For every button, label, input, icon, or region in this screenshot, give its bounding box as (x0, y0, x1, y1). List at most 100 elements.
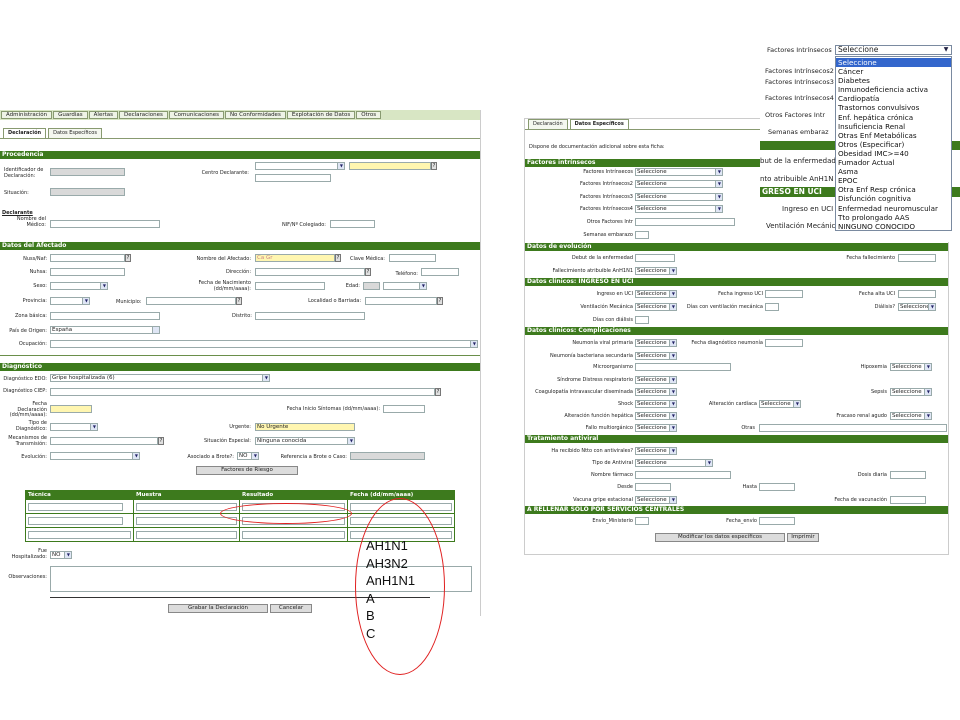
localidad-field[interactable] (365, 297, 437, 305)
otras-field[interactable] (759, 424, 947, 432)
dropdown-option[interactable]: Otros (Especificar) (838, 139, 905, 149)
telefono-field[interactable] (421, 268, 459, 276)
coagulopatia-select[interactable]: Seleccione▼ (635, 388, 677, 396)
otros-factores-field[interactable] (635, 218, 735, 226)
microorg-field[interactable] (635, 363, 731, 371)
dias-dialisis-field[interactable] (635, 316, 649, 324)
semanas-field[interactable] (635, 231, 649, 239)
menu-no-conformidades[interactable]: No Conformidades (224, 111, 286, 119)
hasta-field[interactable] (759, 483, 795, 491)
muestra-select[interactable] (136, 530, 237, 539)
menu-explotacion[interactable]: Explotación de Datos (286, 111, 356, 119)
ciep-help-icon[interactable]: ? (435, 388, 441, 396)
dropdown-option[interactable]: NINGUNO CONOCIDO (838, 221, 916, 231)
asociado-select[interactable]: NO▼ (237, 452, 259, 460)
dropdown-option[interactable]: Otras Enf Metabólicas (838, 130, 917, 140)
factores-4-select[interactable]: Seleccione▼ (635, 205, 723, 213)
dropdown-option[interactable]: Asma (838, 167, 859, 177)
muestra-select[interactable] (136, 516, 237, 525)
dropdown-option[interactable]: Diabetes (838, 76, 870, 86)
evolucion-select[interactable]: ▼ (50, 452, 140, 460)
factores-3-select[interactable]: Seleccione▼ (635, 193, 723, 201)
mecanismos-help-icon[interactable]: ? (158, 437, 164, 445)
neumonia-viral-select[interactable]: Seleccione▼ (635, 339, 677, 347)
menu-administracion[interactable]: Administración (1, 111, 53, 119)
antivirales-select[interactable]: Seleccione▼ (635, 447, 677, 455)
centro-extra-field[interactable] (255, 174, 331, 182)
dialisis-select[interactable]: Seleccione▼ (898, 303, 936, 311)
localidad-help-icon[interactable]: ? (437, 297, 443, 305)
dropdown-option[interactable]: Enfermedad neuromuscular (838, 203, 939, 213)
shock-select[interactable]: Seleccione▼ (635, 400, 677, 408)
dropdown-option[interactable]: Fumador Actual (838, 158, 895, 168)
alt-cardiaca-select[interactable]: Seleccione▼ (759, 400, 801, 408)
clave-field[interactable] (389, 254, 436, 262)
menu-declaraciones[interactable]: Declaraciones (119, 111, 168, 119)
fecha-nac-field[interactable] (255, 282, 325, 290)
tab-datos-especificos[interactable]: Datos Específicos (48, 128, 102, 138)
zona-field[interactable] (50, 312, 160, 320)
distress-select[interactable]: Seleccione▼ (635, 376, 677, 384)
fecha-alta-uci-field[interactable] (898, 290, 936, 298)
fallec-atrib-select[interactable]: Seleccione▼ (635, 267, 677, 275)
menu-alertas[interactable]: Alertas (88, 111, 118, 119)
centro-field[interactable] (349, 162, 431, 170)
nombre-afectado-field[interactable]: Ca Gr (255, 254, 335, 262)
ocupacion-select[interactable]: ▼ (50, 340, 478, 348)
tipo-antiviral-select[interactable]: Seleccione▼ (635, 459, 713, 467)
nuss-field[interactable] (50, 254, 125, 262)
chevron-down-icon[interactable]: ▼ (943, 46, 949, 53)
provincia-select[interactable]: ▼ (50, 297, 90, 305)
centro-select[interactable]: ▼ (255, 162, 345, 170)
dropdown-option[interactable]: Cáncer (838, 67, 864, 77)
vacuna-select[interactable]: Seleccione▼ (635, 496, 677, 504)
tab-declaracion[interactable]: Declaración (528, 119, 568, 129)
tecnica-input[interactable] (28, 502, 123, 511)
imprimir-button[interactable]: Imprimir (787, 533, 819, 542)
fecha-vac-field[interactable] (890, 496, 926, 504)
distrito-field[interactable] (255, 312, 365, 320)
fecha-envio-field[interactable] (759, 517, 795, 525)
neumonia-bact-select[interactable]: Seleccione▼ (635, 352, 677, 360)
sepsis-select[interactable]: Seleccione▼ (890, 388, 932, 396)
nombre-help-icon[interactable]: ? (335, 254, 341, 262)
dosis-field[interactable] (890, 471, 926, 479)
dropdown-option[interactable]: Trastornos convulsivos (838, 103, 920, 113)
edad-unit-select[interactable]: ▼ (383, 282, 427, 290)
sexo-select[interactable]: ▼ (50, 282, 108, 290)
municipio-field[interactable] (146, 297, 236, 305)
urgente-field[interactable]: No Urgente (255, 423, 355, 431)
envio-min-field[interactable] (635, 517, 649, 525)
dropdown-option[interactable]: Disfunción cognitiva (838, 194, 912, 204)
muestra-select[interactable] (136, 502, 237, 511)
fecha-neumonia-field[interactable] (765, 339, 803, 347)
nhusa-field[interactable] (50, 268, 125, 276)
menu-comunicaciones[interactable]: Comunicaciones (168, 111, 224, 119)
dropdown-option[interactable]: Obesidad IMC>=40 (838, 148, 909, 158)
dropdown-option[interactable]: Enf. hepática crónica (838, 112, 914, 122)
fallo-multi-select[interactable]: Seleccione▼ (635, 424, 677, 432)
dropdown-option[interactable]: Inmunodeficiencia activa (838, 85, 929, 95)
tecnica-input[interactable] (28, 530, 131, 539)
menu-guardias[interactable]: Guardias (53, 111, 88, 119)
modificar-button[interactable]: Modificar los datos específicos (655, 533, 785, 542)
dropdown-option[interactable]: Seleccione (836, 58, 951, 68)
nif-field[interactable] (330, 220, 375, 228)
resultado-select[interactable] (242, 530, 345, 539)
debut-field[interactable] (635, 254, 675, 262)
mecanismos-field[interactable] (50, 437, 158, 445)
diag-ciep-field[interactable] (50, 388, 435, 396)
tecnica-input[interactable] (28, 516, 123, 525)
tipo-diag-select[interactable]: ▼ (50, 423, 98, 431)
tab-declaracion[interactable]: Declaración (3, 128, 47, 138)
zoom-select[interactable]: Seleccione ▼ (835, 45, 952, 55)
dropdown-option[interactable]: Insuficiencia Renal (838, 121, 906, 131)
dropdown-option[interactable]: Tto prolongado AAS (838, 212, 910, 222)
hipoxemia-select[interactable]: Seleccione▼ (890, 363, 932, 371)
grabar-button[interactable]: Grabar la Declaración (168, 604, 268, 613)
factores-riesgo-button[interactable]: Factores de Riesgo (196, 466, 298, 475)
ingreso-uci-select[interactable]: Seleccione▼ (635, 290, 677, 298)
direccion-help-icon[interactable]: ? (365, 268, 371, 276)
nuss-help-icon[interactable]: ? (125, 254, 131, 262)
menu-otros[interactable]: Otros (356, 111, 382, 119)
